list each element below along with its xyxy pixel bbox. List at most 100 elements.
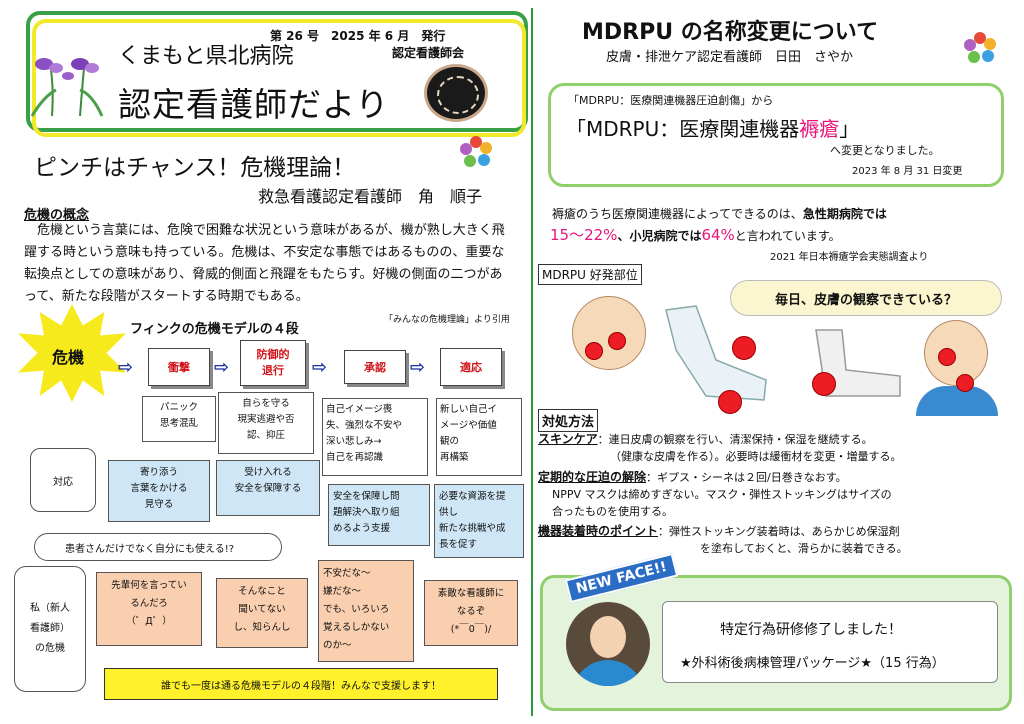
care-line: スキンケア：連日皮膚の観察を行い、清潔保持・保湿を継続する。 bbox=[538, 430, 873, 449]
stat-mid: 、小児病院では bbox=[617, 229, 702, 243]
sites-label: MDRPU 好発部位 bbox=[538, 264, 642, 285]
crisis-label: 危機 bbox=[52, 348, 85, 367]
care-line: NPPV マスクは締めすぎない。マスク・弾性ストッキングはサイズの bbox=[552, 486, 892, 504]
arrow-icon: ⇨ bbox=[214, 357, 230, 378]
response-adaptation: 必要な資源を提 供し 新たな挑戦や成 長を促す bbox=[434, 484, 524, 558]
thought-defensive: そんなこと 聞いてない し、知らんし bbox=[216, 578, 308, 648]
newface-line-2: ★外科術後病棟管理パッケージ★（15 行為） bbox=[680, 656, 945, 671]
care-line: 機器装着時のポイント：弾性ストッキング装着時は、あらかじめ保湿剤 bbox=[538, 522, 900, 541]
response-defensive: 受け入れる 安全を保障する bbox=[216, 460, 320, 516]
callout-text: 毎日、皮膚の観察できている？ bbox=[774, 292, 957, 308]
response-shock: 寄り添う 言葉をかける 見守る bbox=[108, 460, 210, 522]
response-acknowledgment: 安全を保障し問 題解決へ取り組 めるよう支援 bbox=[328, 484, 430, 546]
care-text: を塗布しておくと、滑らかに装着できる。 bbox=[700, 542, 908, 555]
rename-box bbox=[548, 83, 1004, 187]
pressure-site-marker bbox=[585, 342, 603, 360]
model-title: フィンクの危機モデルの４段 bbox=[130, 322, 299, 337]
pressure-site-marker bbox=[938, 348, 956, 366]
header-frame-green bbox=[26, 11, 528, 132]
response-label-box: 対応 bbox=[30, 448, 96, 512]
patient-mask-illustration bbox=[924, 320, 988, 386]
response-label: 対応 bbox=[53, 476, 73, 488]
stat-line-2: 15～22%、小児病院では64%と言われています。 bbox=[550, 224, 841, 245]
column-divider bbox=[531, 8, 533, 716]
rename-to: 「MDRPU：医療関連機器褥瘡」 bbox=[566, 113, 859, 142]
rename-to-suffix: 」 bbox=[839, 117, 860, 141]
cast-leg-illustration bbox=[815, 329, 901, 397]
self-use-text: 患者さんだけでなく自分にも使える!? bbox=[65, 543, 235, 555]
newface-message-box bbox=[662, 601, 998, 683]
association-logo-icon bbox=[424, 64, 488, 122]
bottom-banner: 誰でも一度は通る危機モデルの４段階！みんなで支援します！ bbox=[104, 668, 498, 700]
publisher: 認定看護師会 bbox=[392, 46, 465, 60]
patient-body bbox=[916, 386, 998, 416]
concept-paragraph: 危機という言葉には、危険で困難な状況という意味があるが、機が熟し大きく飛躍する時… bbox=[24, 223, 505, 304]
stat-child: 64% bbox=[701, 226, 735, 244]
thought-shock: 先輩何を言ってい るんだろ （゜Д゜） bbox=[96, 572, 202, 646]
care-text: 合ったものを使用する。 bbox=[552, 505, 673, 518]
hospital-name: くまもと県北病院 bbox=[118, 44, 294, 69]
stage-shock: 衝撃 bbox=[148, 348, 210, 386]
newsletter-title: 認定看護師だより bbox=[118, 85, 390, 124]
article-author: 救急看護認定看護師 角 順子 bbox=[258, 187, 483, 206]
flower-logo-icon bbox=[460, 136, 492, 167]
care-head: スキンケア bbox=[538, 432, 598, 446]
care-head: 定期的な圧迫の解除 bbox=[538, 470, 647, 484]
stat-end: と言われています。 bbox=[734, 229, 841, 243]
care-line: （健康な皮膚を作る）。必要時は緩衝材を変更・増量する。 bbox=[610, 448, 902, 466]
care-head: 機器装着時のポイント bbox=[538, 524, 659, 538]
care-text: （健康な皮膚を作る）。必要時は緩衝材を変更・増量する。 bbox=[610, 450, 902, 463]
rename-date: 2023 年 8 月 31 日変更 bbox=[852, 166, 963, 177]
care-line: を塗布しておくと、滑らかに装着できる。 bbox=[700, 540, 908, 558]
citation: 「みんなの危機理論」より引用 bbox=[384, 315, 510, 325]
arrow-icon: ⇨ bbox=[118, 357, 134, 378]
rename-from: 「MDRPU：医療関連機器圧迫創傷」から bbox=[568, 94, 774, 107]
stage-acknowledgment: 承認 bbox=[344, 350, 406, 384]
header-frame-yellow bbox=[32, 19, 526, 137]
observation-callout: 毎日、皮膚の観察できている？ bbox=[730, 280, 1002, 316]
care-text: ：ギプス・シーネは２回/日巻きなおす。 bbox=[646, 471, 847, 484]
stat-text-a: 褥瘡のうち医療関連機器によってできるのは、 bbox=[552, 207, 803, 221]
reaction-shock: パニック 思考混乱 bbox=[142, 396, 216, 442]
reaction-adaptation: 新しい自己イ メージや価値 観の 再構築 bbox=[436, 398, 522, 476]
iris-flower-icon bbox=[30, 58, 104, 117]
pressure-site-marker bbox=[732, 336, 756, 360]
self-crisis-box: 私（新人 看護師） の危機 bbox=[14, 566, 86, 692]
rename-to-highlight: 褥瘡 bbox=[799, 117, 840, 141]
stocking-leg-illustration bbox=[665, 305, 767, 401]
arrow-icon: ⇨ bbox=[410, 357, 426, 378]
pressure-site-marker bbox=[718, 390, 742, 414]
self-use-pill: 患者さんだけでなく自分にも使える!? bbox=[34, 533, 282, 561]
mdrpu-title: MDRPU の名称変更について bbox=[582, 20, 879, 45]
rename-note: へ変更となりました。 bbox=[830, 144, 940, 157]
care-text: ：弾性ストッキング装着時は、あらかじめ保湿剤 bbox=[658, 525, 900, 538]
bottom-banner-text: 誰でも一度は通る危機モデルの４段階！みんなで支援します！ bbox=[161, 680, 441, 692]
thought-acknowledgment: 不安だな～ 嫌だな～ でも、いろいろ 覚えるしかない のか～ bbox=[318, 560, 414, 662]
pressure-site-marker bbox=[812, 372, 836, 396]
stat-source: 2021 年日本褥瘡学会実態調査より bbox=[770, 252, 929, 263]
care-text: NPPV マスクは締めすぎない。マスク・弾性ストッキングはサイズの bbox=[552, 488, 892, 501]
newface-line-1: 特定行為研修修了しました！ bbox=[720, 622, 902, 638]
issue-info: 第 26 号 2025 年 6 月 発行 bbox=[270, 29, 446, 43]
care-line: 合ったものを使用する。 bbox=[552, 503, 673, 521]
stage-defensive: 防御的 退行 bbox=[240, 340, 306, 386]
arrow-icon: ⇨ bbox=[312, 357, 328, 378]
flower-logo-icon bbox=[964, 32, 996, 63]
reaction-defensive: 自らを守る 現実逃避や否 認、抑圧 bbox=[218, 392, 314, 454]
stat-line-1: 褥瘡のうち医療関連機器によってできるのは、急性期病院では bbox=[552, 205, 887, 222]
pressure-site-marker bbox=[956, 374, 974, 392]
rename-to-prefix: 「MDRPU：医療関連機器 bbox=[566, 117, 800, 141]
pressure-site-marker bbox=[608, 332, 626, 350]
care-text: ：連日皮膚の観察を行い、清潔保持・保湿を継続する。 bbox=[597, 433, 873, 446]
care-label: 対処方法 bbox=[538, 409, 599, 432]
article-title: ピンチはチャンス！危機理論！ bbox=[34, 155, 356, 181]
nurse-portrait bbox=[566, 602, 650, 686]
child-face-illustration bbox=[572, 296, 646, 370]
stat-acute: 15～22% bbox=[550, 226, 618, 244]
stat-text-b: 急性期病院では bbox=[802, 207, 887, 221]
self-crisis-label: 私（新人 看護師） の危機 bbox=[30, 603, 70, 654]
reaction-acknowledgment: 自己イメージ喪 失、強烈な不安や 深い悲しみ→ 自己を再認識 bbox=[322, 398, 428, 476]
mdrpu-author: 皮膚・排泄ケア認定看護師 日田 さやか bbox=[606, 50, 854, 65]
thought-adaptation: 素敵な看護師に なるぞ (*￣0￣)/ bbox=[424, 580, 518, 646]
care-line: 定期的な圧迫の解除：ギプス・シーネは２回/日巻きなおす。 bbox=[538, 468, 847, 487]
